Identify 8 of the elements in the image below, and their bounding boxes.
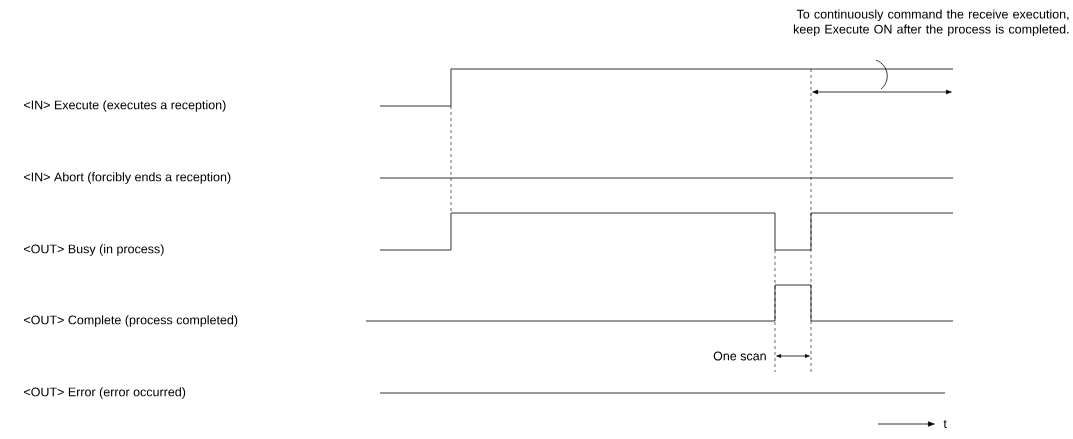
signal-label: <OUT> Error (error occurred) <box>24 387 186 399</box>
signal-label: <OUT> Busy (in process) <box>24 244 164 256</box>
dimension-label: One scan <box>713 351 766 361</box>
signal-label: <IN> Abort (forcibly ends a reception) <box>24 172 231 184</box>
axis-label: t <box>943 419 947 429</box>
signal-label: <IN> Execute (executes a reception) <box>24 100 226 112</box>
note-text: To continuously command the receive execution, keep Execute ON after the process is completed. <box>793 9 1069 37</box>
signal-label: <OUT> Complete (process completed) <box>24 315 238 327</box>
